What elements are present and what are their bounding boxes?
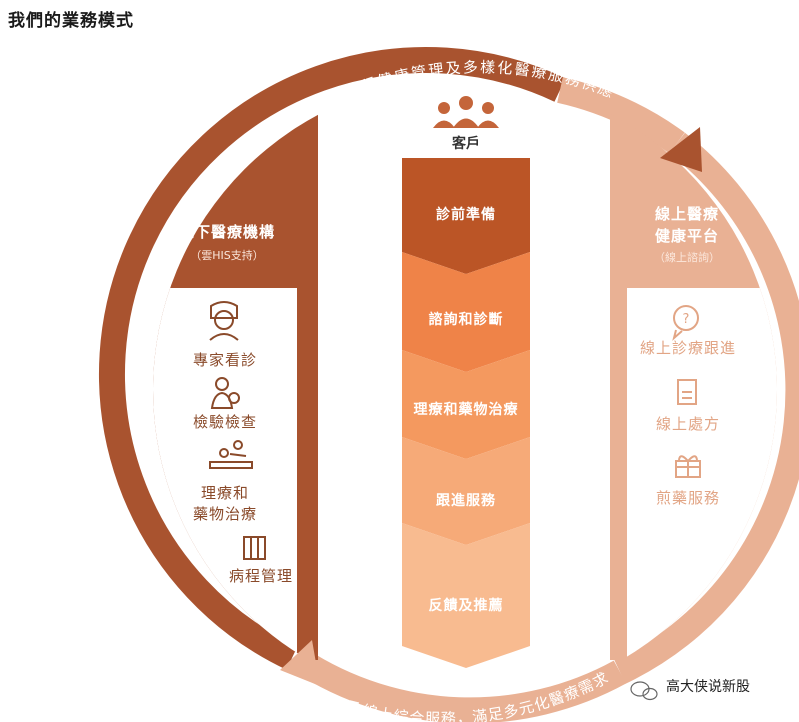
offline-item-disease-management: 病程管理	[228, 567, 293, 585]
watermark: 高大侠说新股	[628, 676, 750, 696]
doctor-icon	[209, 301, 239, 341]
stage-label-pre-visit: 診前準備	[436, 207, 496, 223]
stage-label-feedback: 反饋及推薦	[428, 598, 504, 614]
stage-label-follow-up: 跟進服務	[436, 493, 496, 509]
offline-panel-subtitle: （雲HIS支持）	[190, 249, 264, 262]
svg-text:?: ?	[683, 312, 690, 327]
ring-right-arc-lower	[614, 132, 799, 684]
offline-item-therapy: 理療和 藥物治療	[192, 484, 257, 523]
stage-4	[402, 437, 530, 545]
ring-left-arc	[98, 47, 566, 670]
wechat-icon	[630, 681, 658, 701]
online-panel-subtitle: （線上諮詢）	[654, 251, 720, 264]
online-item-decoction-service: 煎藥服務	[655, 489, 720, 507]
client-label: 客戶	[452, 136, 480, 152]
outer-ring	[98, 47, 799, 722]
bottom-arrowhead	[280, 640, 320, 686]
stage-3	[402, 350, 530, 459]
stage-1	[402, 158, 530, 274]
physiotherapy-icon	[209, 440, 253, 469]
online-item-prescription: 線上處方	[655, 415, 720, 433]
online-panel-title: 線上醫療 健康平台	[654, 205, 719, 245]
group-people-icon	[433, 96, 499, 128]
offline-item-expert-consultation: 專家看診	[192, 351, 257, 369]
question-bubble-icon: ?	[672, 305, 699, 341]
stage-label-treatment: 理療和藥物治療	[413, 402, 519, 418]
watermark-text: 高大侠说新股	[666, 679, 750, 695]
offline-item-lab-tests: 檢驗檢查	[192, 413, 257, 431]
stage-2	[402, 252, 530, 372]
page-title: 我們的業務模式	[8, 11, 134, 31]
stage-label-consultation: 諮詢和診斷	[428, 312, 504, 328]
online-item-follow-up: 線上診療跟進	[639, 339, 736, 357]
lab-test-icon	[210, 377, 240, 409]
medical-records-icon	[243, 536, 266, 560]
gift-box-icon	[675, 455, 701, 478]
stage-funnel	[402, 158, 530, 668]
prescription-icon	[677, 379, 697, 405]
offline-panel-title: 線下醫療機構	[178, 223, 275, 241]
ring-right-arc	[292, 77, 685, 722]
top-arrowhead	[660, 127, 702, 172]
stage-5	[402, 523, 530, 668]
